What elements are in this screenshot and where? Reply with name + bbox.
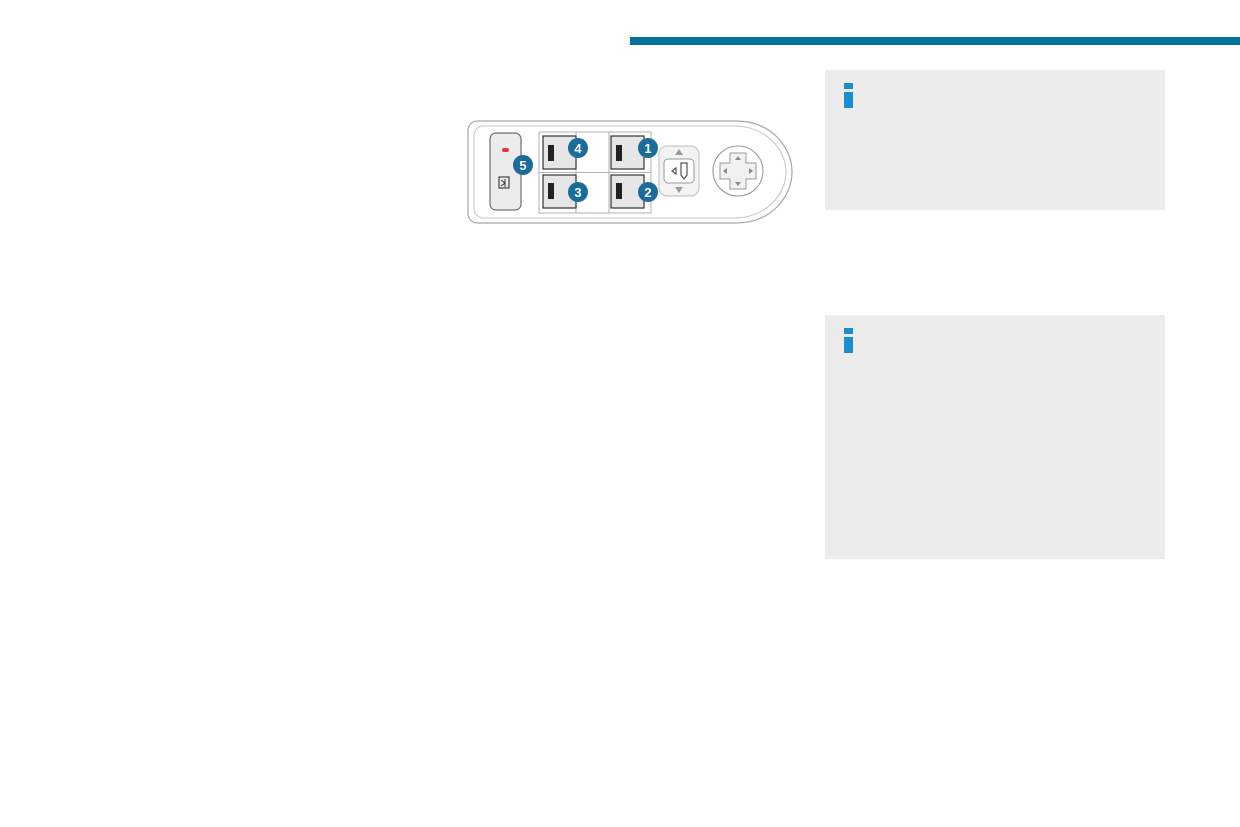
svg-text:1: 1 [644, 141, 651, 156]
window-switch-icon [548, 183, 554, 199]
svg-text:4: 4 [574, 141, 582, 156]
mirror-adjust-joystick-icon [719, 152, 757, 190]
child-lock-button [489, 132, 522, 211]
window-switch-front-left [610, 135, 645, 170]
callout-3: 3 [568, 182, 588, 202]
svg-text:2: 2 [644, 185, 651, 200]
mirror-fold-icon [671, 162, 688, 180]
callout-2: 2 [638, 182, 658, 202]
window-switch-icon [616, 145, 622, 161]
child-lock-icon [498, 176, 510, 189]
callout-1: 1 [638, 138, 658, 158]
info-box [825, 70, 1165, 210]
mirror-fold-switch [658, 145, 700, 197]
info-icon [844, 83, 853, 108]
header-accent-bar [630, 37, 1240, 45]
window-switch-icon [616, 183, 622, 199]
info-icon [844, 328, 853, 353]
indicator-led [502, 148, 509, 152]
callout-4: 4 [568, 138, 588, 158]
window-switch-icon [548, 145, 554, 161]
window-control-panel-illustration: 5 4 3 1 2 [467, 120, 793, 224]
mirror-adjust-joystick [712, 145, 764, 197]
svg-text:3: 3 [574, 185, 581, 200]
callout-5: 5 [513, 155, 533, 175]
svg-text:5: 5 [519, 158, 526, 173]
info-box [825, 315, 1165, 559]
